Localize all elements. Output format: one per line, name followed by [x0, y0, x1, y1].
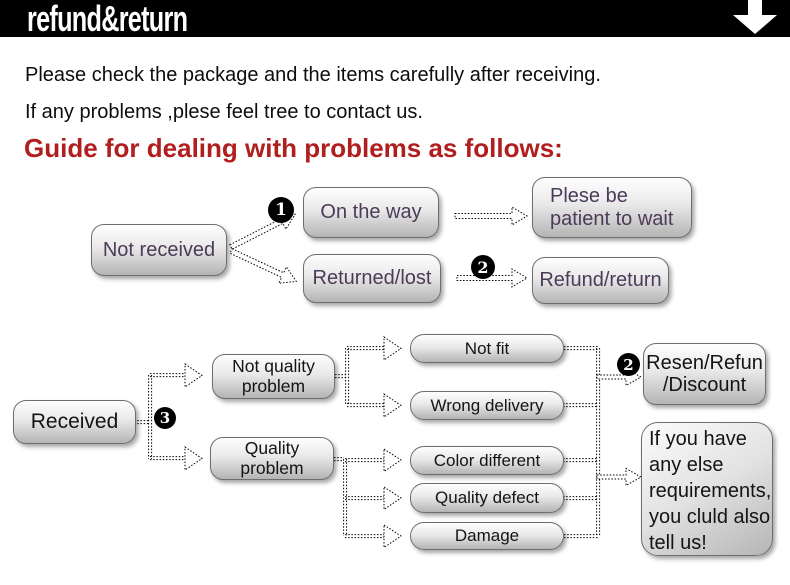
- node-label-line1: Plese be: [550, 185, 628, 208]
- node-label: Damage: [454, 526, 520, 546]
- node-label: Returned/lost: [312, 267, 432, 290]
- received-branch-lines: [134, 373, 186, 461]
- node-not-received: Not received: [91, 224, 227, 276]
- arrowhead-to-not-fit: [383, 336, 402, 361]
- node-quality-defect: Quality defect: [410, 483, 564, 513]
- node-label: Not received: [102, 238, 216, 261]
- arrowhead-to-quality-defect: [383, 486, 402, 511]
- node-resend-refund-discount: Resen/Refun /Discount: [643, 343, 766, 405]
- note-line2: any else: [649, 454, 724, 476]
- arrowhead-to-not-quality: [184, 363, 203, 388]
- node-quality-problem: Quality problem: [210, 437, 334, 480]
- note-line3: requirements,: [649, 480, 772, 502]
- node-color-different: Color different: [410, 446, 564, 475]
- guide-heading: Guide for dealing with problems as follo…: [24, 133, 563, 163]
- node-not-quality-problem: Not quality problem: [212, 354, 335, 399]
- intro-line-2: If any problems ,plese feel tree to cont…: [25, 101, 423, 123]
- node-other-requirements-note: If you have any else requirements, you c…: [641, 422, 773, 556]
- header-bar: refund&return: [0, 0, 790, 39]
- page-title: refund&return: [27, 0, 188, 39]
- step-badge-2: 2: [471, 255, 495, 279]
- down-arrow-icon: [733, 0, 777, 34]
- note-line4: you cluld also: [649, 506, 771, 528]
- note-line5: tell us!: [649, 532, 707, 554]
- node-label-line2: problem: [241, 375, 306, 396]
- outcome-collector-lines: [563, 346, 601, 539]
- node-label-line1: Not quality: [232, 355, 315, 376]
- note-line1: If you have: [649, 428, 747, 450]
- arrow-not-received-to-returned-lost: [229, 248, 298, 284]
- node-label: On the way: [320, 201, 422, 224]
- node-label-line2: patient to wait: [550, 207, 674, 230]
- node-label-line2: problem: [240, 457, 304, 478]
- node-on-the-way: On the way: [303, 187, 439, 238]
- node-label: Quality defect: [435, 488, 539, 508]
- node-wrong-delivery: Wrong delivery: [410, 391, 564, 420]
- not-quality-branch-lines: [335, 346, 385, 408]
- arrow-to-note: [596, 467, 643, 487]
- node-label-line1: Resen/Refun: [646, 351, 763, 374]
- node-label: Wrong delivery: [430, 395, 544, 415]
- node-label: Color different: [433, 450, 541, 470]
- node-label: Refund/return: [539, 269, 662, 292]
- node-label-line1: Quality: [244, 437, 300, 458]
- step-badge-2-outcome: 2: [617, 353, 640, 376]
- node-refund-return: Refund/return: [532, 257, 669, 304]
- arrow-returned-to-refund: [456, 268, 528, 288]
- node-received: Received: [13, 400, 136, 444]
- arrow-on-the-way-to-wait: [454, 206, 528, 226]
- arrowhead-to-quality: [184, 446, 203, 471]
- node-label: Received: [30, 410, 119, 434]
- arrowhead-to-color-different: [383, 448, 402, 473]
- node-label-line2: /Discount: [662, 374, 747, 396]
- arrowhead-to-damage: [383, 524, 402, 549]
- step-badge-3: 3: [154, 407, 176, 429]
- node-not-fit: Not fit: [410, 334, 564, 363]
- step-badge-1: 1: [268, 197, 294, 223]
- quality-branch-lines: [334, 457, 385, 539]
- node-returned-lost: Returned/lost: [303, 254, 441, 303]
- node-label: Not fit: [464, 338, 510, 358]
- intro-line-1: Please check the package and the items c…: [25, 64, 601, 86]
- arrowhead-to-wrong-delivery: [383, 393, 402, 418]
- node-damage: Damage: [410, 522, 564, 550]
- node-please-wait: Plese be patient to wait: [532, 177, 692, 238]
